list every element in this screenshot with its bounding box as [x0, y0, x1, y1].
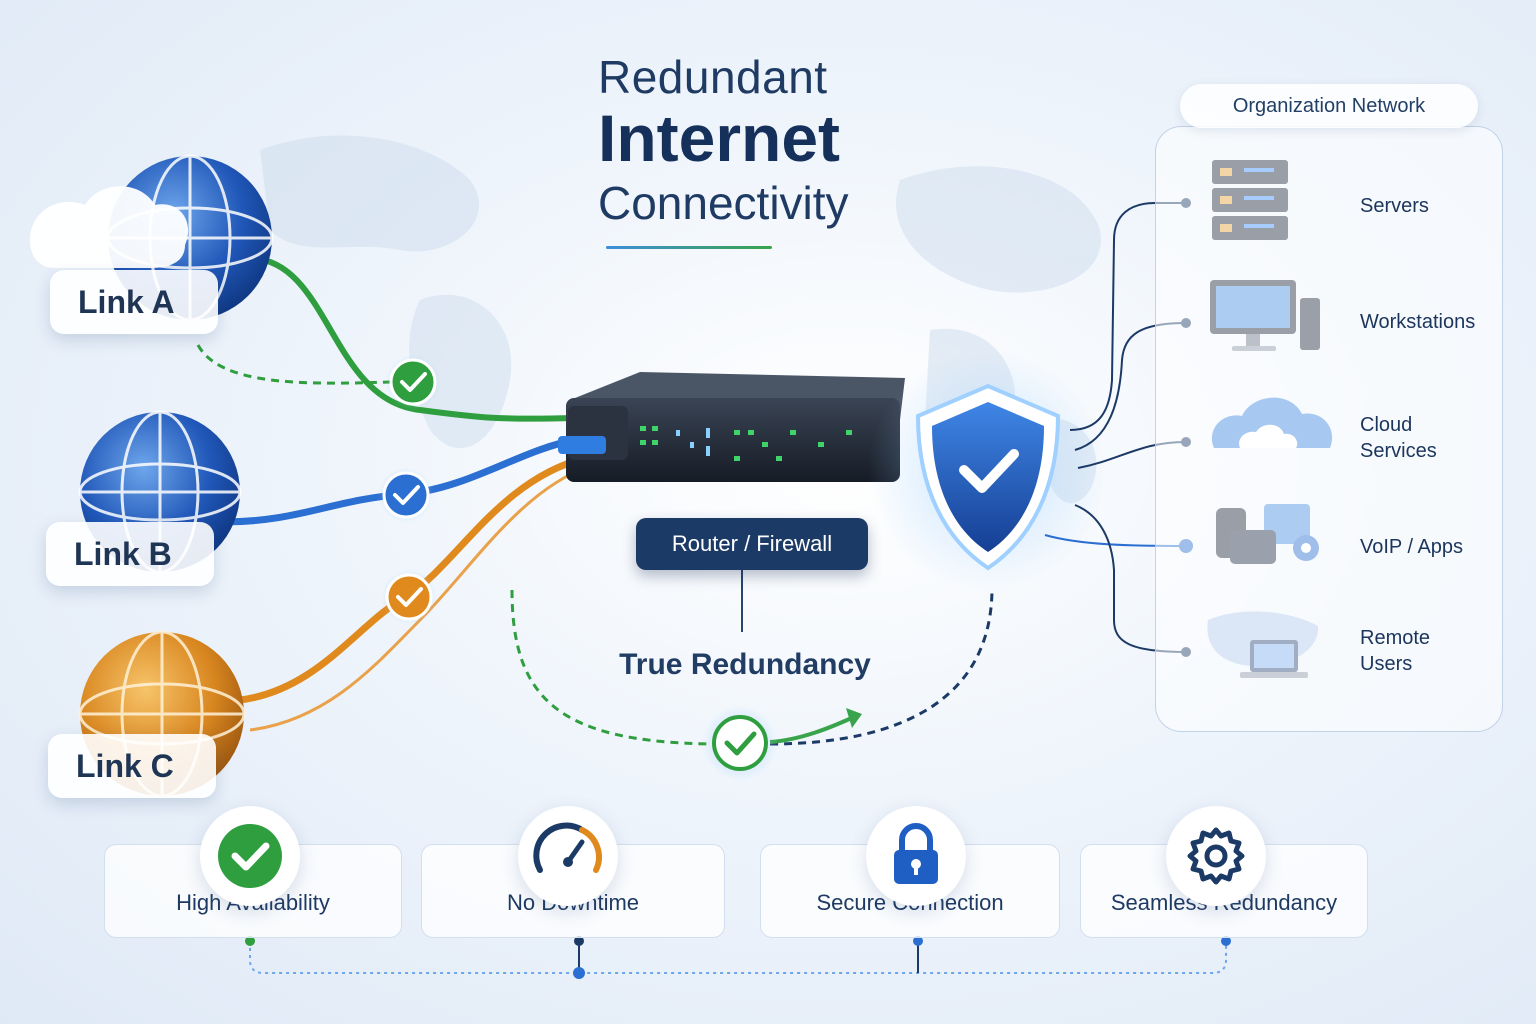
link-a-check-icon	[385, 354, 441, 410]
checkmark-icon	[200, 806, 300, 906]
organization-network-title: Organization Network	[1180, 84, 1478, 128]
router-firewall-label: Router / Firewall	[636, 518, 868, 570]
padlock-icon	[866, 806, 966, 906]
gear-icon	[1166, 806, 1266, 906]
router-firewall-device	[558, 372, 905, 482]
redundancy-loop-navy	[769, 587, 994, 746]
title-underline	[606, 246, 772, 249]
feature-timeline-dots	[245, 936, 1231, 979]
speedometer-icon	[518, 806, 618, 906]
true-redundancy-caption: True Redundancy	[619, 648, 871, 681]
true-redundancy-check-icon	[702, 705, 778, 781]
security-shield-icon	[868, 350, 1108, 590]
org-item-workstations: Workstations	[1360, 311, 1476, 333]
redundancy-arrow	[769, 714, 857, 744]
link-a-label: Link A	[50, 270, 218, 334]
title-line-1: Redundant	[598, 51, 828, 103]
org-item-remote-users: Remote Users	[1360, 627, 1431, 675]
feature-timeline	[249, 941, 1227, 974]
redundancy-loop-green	[510, 589, 713, 746]
title-line-3: Connectivity	[598, 177, 849, 229]
redundancy-arrowhead	[846, 708, 862, 728]
organization-network-panel	[1155, 126, 1503, 732]
org-item-cloud-services: Cloud Services	[1360, 414, 1437, 462]
link-c-label: Link C	[48, 734, 216, 798]
link-b-check-icon	[378, 467, 434, 523]
org-item-servers: Servers	[1360, 195, 1429, 217]
link-a-dashed	[196, 344, 391, 385]
org-item-voip-apps: VoIP / Apps	[1360, 536, 1464, 558]
title-line-2: Internet	[598, 101, 841, 175]
link-c-check-icon	[381, 569, 437, 625]
link-b-label: Link B	[46, 522, 214, 586]
